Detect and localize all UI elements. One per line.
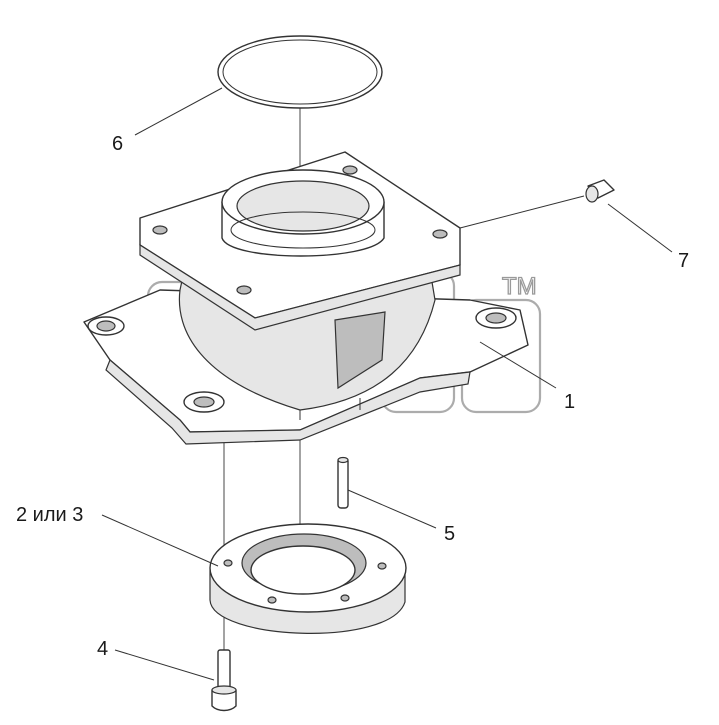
callout-2-or-3: 2 или 3 xyxy=(16,504,83,526)
callout-6: 6 xyxy=(112,133,123,155)
bolt-head xyxy=(211,689,237,712)
spline-ring-part-2-or-3 xyxy=(209,523,407,634)
housing-body-edge xyxy=(299,398,361,420)
callout-4: 4 xyxy=(97,638,108,660)
housing-neck-bore xyxy=(236,180,370,232)
pin-end xyxy=(337,456,349,464)
o-ring-inner xyxy=(222,39,378,105)
leader-7 xyxy=(607,203,673,253)
bolt-part-4 xyxy=(211,649,237,712)
o-ring-outer xyxy=(217,35,383,109)
callout-1: 1 xyxy=(564,391,575,413)
housing-base-side xyxy=(105,358,471,445)
pin-part-5 xyxy=(337,456,349,509)
flange-hole-3 xyxy=(432,229,448,239)
ring-hole-4 xyxy=(340,594,350,602)
leader-5 xyxy=(347,489,437,529)
flange-hole-2 xyxy=(342,165,358,175)
leader-1 xyxy=(479,341,557,389)
housing-lug-front-hole xyxy=(193,396,215,408)
bolt-shank xyxy=(217,649,231,691)
housing-part-1 xyxy=(83,151,529,445)
callout-5: 5 xyxy=(444,523,455,545)
housing-lug-left-hole xyxy=(96,320,116,332)
ring-spline-bore-inner xyxy=(250,545,356,595)
housing-top-flange-side xyxy=(139,243,461,331)
fitting-part-7 xyxy=(585,179,615,203)
watermark-tm: TM xyxy=(502,273,537,300)
leader-lines xyxy=(101,87,673,681)
leader-6 xyxy=(134,87,223,136)
o-ring-part-6 xyxy=(217,35,383,109)
housing-lug-right-hole xyxy=(485,312,507,324)
ring-hole-3 xyxy=(267,596,277,604)
leader-2-or-3 xyxy=(101,514,219,567)
ring-hole-2 xyxy=(377,562,387,570)
leader-4 xyxy=(114,649,215,681)
ring-hole-1 xyxy=(223,559,233,567)
flange-hole-4 xyxy=(236,285,252,295)
callout-7: 7 xyxy=(678,250,689,272)
pin-body xyxy=(337,457,349,509)
fitting-hex xyxy=(585,185,599,203)
leader-1-top xyxy=(459,195,585,229)
flange-hole-1 xyxy=(152,225,168,235)
housing-neck-groove xyxy=(230,211,376,249)
housing-window xyxy=(334,311,386,390)
bolt-head-top xyxy=(211,685,237,695)
